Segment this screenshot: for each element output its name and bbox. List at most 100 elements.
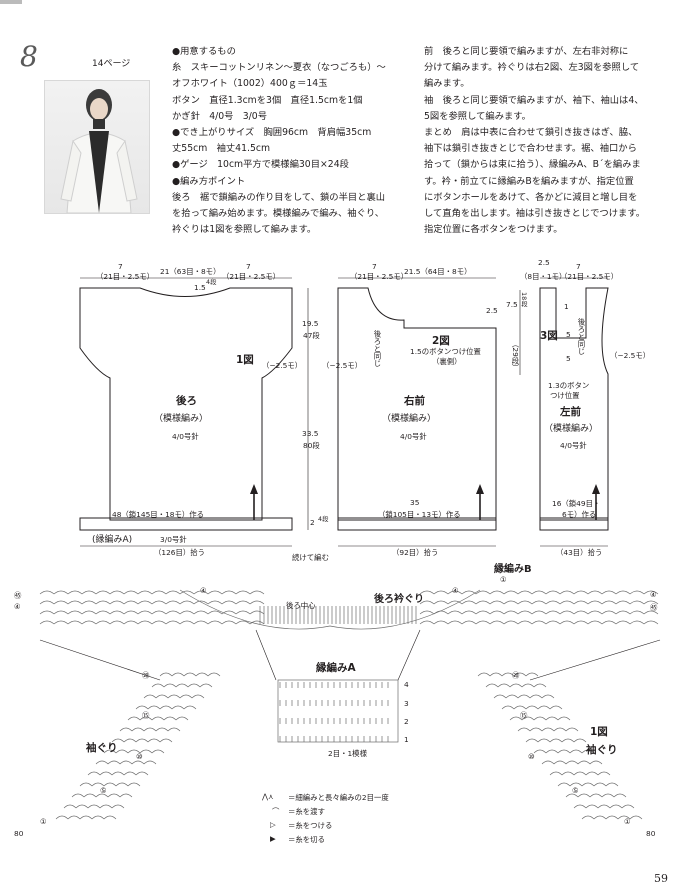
continue-label: 続けて編む — [292, 553, 329, 562]
armhole-label-right: 袖ぐり — [586, 744, 618, 756]
lf-pickup: （43目）拾う — [556, 548, 603, 557]
materials-line: 衿ぐりは1図を参照して編みます。 — [172, 224, 317, 236]
right-front-outline — [337, 287, 497, 521]
rf-pattern: （模様編み） — [382, 414, 437, 424]
marker-4: ④ — [200, 586, 207, 595]
instructions-line: 編みます。 — [424, 78, 470, 90]
repeat-label: 2目・1模様 — [328, 749, 367, 758]
rf-top-left: 7 — [372, 262, 377, 271]
marker-4-far: ④ — [650, 590, 657, 599]
marker-1-right: ① — [624, 817, 631, 826]
lf-top-left-sub: （8目・1モ） — [520, 272, 567, 281]
upper-cm: 19.5 — [302, 319, 319, 328]
lf-fig-ref: 3図 — [540, 330, 558, 342]
rf-button-sub: （裏側） — [432, 357, 462, 366]
model-figure-icon — [60, 89, 138, 214]
back-top-right: 7 — [246, 262, 251, 271]
instructions-line: 指定位置に各ボタンをつけます。 — [424, 224, 563, 236]
instructions-line: して直角を出します。袖は引き抜きとじでつけます。 — [424, 208, 645, 220]
instructions-line: 前 後ろと同じ要領で編みますが、左右非対称に — [424, 46, 629, 57]
rf-cast-on-sub: （鎖105目・13モ）作る — [378, 510, 461, 519]
lf-cast-on-sub: 6モ）作る — [562, 510, 597, 519]
back-title: 後ろ — [176, 395, 197, 407]
rf-top-right: 21.5（64目・8モ） — [404, 267, 472, 276]
upper-rows: 47段 — [303, 331, 320, 340]
back-pickup: （126目）拾う — [154, 548, 206, 557]
materials-line: 糸 スキーコットンリネン～夏衣（なつごろも）～ — [172, 62, 386, 74]
instructions-line: 袖下は鎖引き抜きとじで合わせます。裾、袖口から — [424, 143, 637, 155]
materials-line: を拾って編み始めます。模様編みで編み、袖ぐり、 — [172, 208, 385, 220]
rf-fig-ref: 2図 — [432, 335, 450, 347]
instructions-text: 前 後ろと同じ要領で編みますが、左右非対称に 分けて編みます。衿ぐりは右2図、左… — [424, 44, 645, 238]
marker-15-left: ⑮ — [142, 711, 150, 720]
materials-line: ●編み方ポイント — [172, 175, 246, 187]
rf-slope-note: 後ろと同じ — [373, 330, 382, 367]
back-top-mid: 21（63目・8モ） — [160, 267, 221, 276]
left-front-border — [539, 517, 609, 531]
rf-title: 右前 — [404, 395, 425, 407]
instructions-line: まとめ 肩は中表に合わせて鎖引き抜きはぎ、脇、 — [424, 127, 638, 139]
materials-text: ●用意するもの 糸 スキーコットンリネン～夏衣（なつごろも）～ オフホワイト（1… — [172, 44, 386, 238]
left-front-outline — [539, 287, 609, 521]
marker-10-right: ⑩ — [528, 752, 535, 761]
back-border-label: (縁編みA) — [92, 535, 133, 545]
corner-mark — [0, 0, 22, 4]
stitch-chart — [39, 589, 661, 820]
instructions-line: す。衿・前立てに縁編みBを編みますが、指定位置 — [424, 175, 634, 187]
right-front-border — [337, 517, 497, 531]
instructions-line: 分けて編みます。衿ぐりは右2図、左3図を参照して — [424, 62, 640, 74]
back-neck-rows: 4段 — [206, 278, 217, 286]
page-reference: 14ページ — [92, 59, 131, 69]
join-yarn-icon: ▷ — [270, 820, 276, 829]
marker-4-left: ④ — [14, 602, 21, 611]
dec-symbol-icon: ⋀⋏ — [262, 792, 274, 801]
lower-cm: 33.5 — [302, 429, 319, 438]
back-cast-on: 48（鎖145目・18モ）作る — [112, 510, 205, 519]
back-pattern: （模様編み） — [154, 414, 209, 424]
rf-button-note: 1.5のボタンつけ位置 — [410, 347, 481, 356]
marker-20-left: ⑳ — [142, 671, 150, 680]
row-3: 3 — [404, 699, 409, 708]
rf-hook: 4/0号針 — [400, 432, 427, 441]
page-number: 59 — [654, 872, 668, 885]
row-80-right: 80 — [646, 829, 656, 838]
marker-15-right: ⑮ — [520, 711, 528, 720]
back-top-left-sub: （21目・2.5モ） — [96, 272, 155, 281]
row-80-left: 80 — [14, 829, 24, 838]
materials-line: 丈55cm 袖丈41.5cm — [172, 143, 271, 155]
back-border — [79, 517, 293, 531]
marker-45-left: ㊺ — [14, 591, 22, 600]
back-hook: 4/0号針 — [172, 432, 199, 441]
lf-top-left: 2.5 — [538, 258, 550, 267]
legend-text: ＝糸を渡す — [288, 807, 325, 816]
marker-1-left: ① — [40, 817, 47, 826]
border-a-label: 縁編みA — [316, 662, 356, 674]
lf-armhole: （−2.5モ） — [610, 351, 651, 360]
instructions-line: 拾って（鎖からは束に拾う）、縁編みA、B´を編みま — [424, 159, 641, 171]
materials-line: ●用意するもの — [172, 46, 236, 57]
garment-schematic — [79, 277, 609, 547]
instructions-line: 5図を参照して編みます。 — [424, 110, 531, 122]
back-top-left: 7 — [118, 262, 123, 271]
lower-rows: 80段 — [303, 441, 320, 450]
rf-pickup: （92目）拾う — [392, 548, 439, 557]
model-photo — [44, 80, 150, 214]
back-armhole: （−2.5モ） — [262, 361, 303, 370]
lf-hole-a: 5 — [566, 330, 571, 339]
lf-hole-b: 5 — [566, 354, 571, 363]
carry-yarn-icon: ⌒ — [272, 807, 280, 816]
row-2: 2 — [404, 717, 409, 726]
legend-text: ＝糸をつける — [288, 821, 333, 830]
lf-cast-on: 16（鎖49目・ — [552, 499, 601, 508]
lf-pattern: （模様編み） — [544, 424, 599, 434]
instructions-line: 袖 後ろと同じ要領で編みますが、袖下、袖山は4、 — [424, 94, 644, 106]
materials-line: 後ろ 裾で鎖編みの作り目をして、鎖の半目と裏山 — [172, 191, 386, 203]
rf-armhole: （−2.5モ） — [322, 361, 363, 370]
materials-line: ●ゲージ 10cm平方で模様編30目×24段 — [172, 159, 349, 171]
lf-button-sub: つけ位置 — [550, 391, 580, 400]
rf-step-b: 7.5 — [506, 300, 518, 309]
lf-top-right: 7 — [576, 262, 581, 271]
rf-cast-on: 35 — [410, 498, 420, 507]
armhole-label-left: 袖ぐり — [86, 742, 118, 754]
lf-hole-top: 1 — [564, 302, 569, 311]
